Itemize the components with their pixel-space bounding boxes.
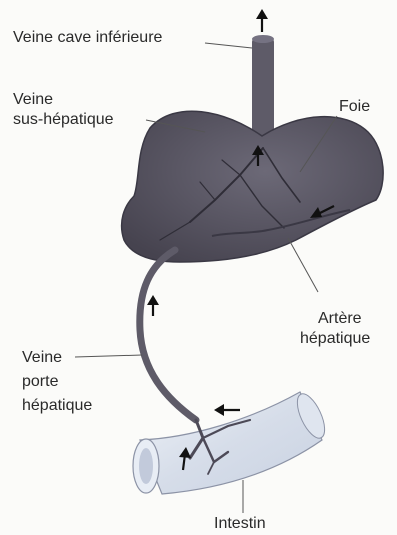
label-intestine: Intestin bbox=[214, 514, 266, 533]
label-hepatic-vein-line1: Veine bbox=[13, 90, 53, 109]
arrow-up-icon-portal-vein bbox=[147, 295, 159, 316]
label-liver: Foie bbox=[339, 97, 370, 116]
label-portal-vein-line2: porte bbox=[22, 372, 58, 391]
arrow-left-icon-intestine bbox=[214, 404, 240, 416]
hepatic-portal-vein bbox=[140, 250, 196, 420]
intestine bbox=[133, 390, 330, 494]
label-portal-vein-line3: hépatique bbox=[22, 396, 92, 415]
label-portal-vein-line1: Veine bbox=[22, 348, 62, 367]
arrow-up-icon-vena-cava bbox=[256, 9, 268, 32]
label-inferior-vena-cava: Veine cave inférieure bbox=[13, 28, 162, 47]
label-hepatic-vein-line2: sus-hépatique bbox=[13, 110, 114, 129]
label-hepatic-artery-line2: hépatique bbox=[300, 329, 370, 348]
label-hepatic-artery-line1: Artère bbox=[318, 309, 362, 328]
